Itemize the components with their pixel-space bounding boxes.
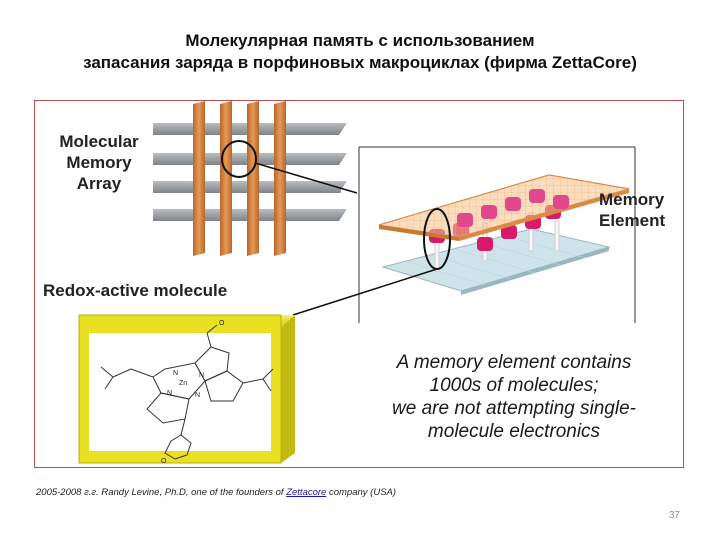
orange-wire-1 [193, 101, 205, 256]
porphyrin-structure [100, 324, 274, 460]
atom-labels: Zn N N N N O O [161, 320, 225, 465]
caption-line-3: we are not attempting single- [392, 398, 636, 419]
page-number: 37 [668, 510, 680, 521]
array-highlight-circle [221, 140, 257, 178]
atom-zn: Zn [179, 380, 187, 387]
orange-wire-2 [220, 101, 232, 256]
top-molecule-cells [457, 189, 569, 227]
element-label-line-2: Element [599, 211, 666, 230]
atom-n3: N [167, 390, 172, 397]
slide-title-line-1: Молекулярная память с использованием [185, 31, 535, 50]
redox-active-molecule-label: Redox-active molecule [43, 281, 228, 300]
caption-line-4: molecule electronics [427, 421, 601, 442]
orange-column-wires [193, 101, 286, 256]
molecular-memory-array-label: Molecular Memory Array [49, 131, 149, 194]
footnote-suffix: company (USA) [326, 487, 397, 498]
caption-line-2: 1000s of molecules; [429, 375, 599, 396]
slide-title: Молекулярная память с использованием зап… [20, 30, 700, 74]
atom-n4: N [195, 392, 200, 399]
orange-wire-3 [247, 101, 259, 256]
caption-line-1: A memory element contains [396, 352, 632, 373]
atom-o2: O [161, 458, 167, 465]
zettacore-link[interactable]: Zettacore [286, 487, 327, 498]
orange-wire-4 [274, 101, 286, 256]
memory-element-label: Memory Element [599, 189, 665, 231]
slide-title-line-2: запасания заряда в порфиновых макроцикла… [83, 53, 637, 72]
array-label-line-1: Molecular [59, 132, 139, 151]
figure-frame: Zn N N N N O O Molecular Memory Array Me… [34, 100, 684, 468]
array-label-line-2: Memory [66, 153, 132, 172]
atom-o1: O [219, 320, 225, 327]
element-label-line-1: Memory [599, 190, 665, 209]
connector-line-molecule [292, 268, 438, 316]
molecule-box [78, 314, 295, 464]
atom-n1: N [173, 370, 178, 377]
connector-line-array [254, 162, 358, 194]
footnote: 2005-2008 г.г. Randy Levine, Ph.D, one o… [36, 487, 396, 498]
memory-element-caption: A memory element contains 1000s of molec… [353, 351, 675, 443]
array-label-line-3: Array [76, 174, 122, 193]
footnote-prefix: 2005-2008 г.г. Randy Levine, Ph.D, one o… [36, 487, 287, 498]
atom-n2: N [199, 372, 204, 379]
figure-illustration: Zn N N N N O O [78, 101, 636, 465]
